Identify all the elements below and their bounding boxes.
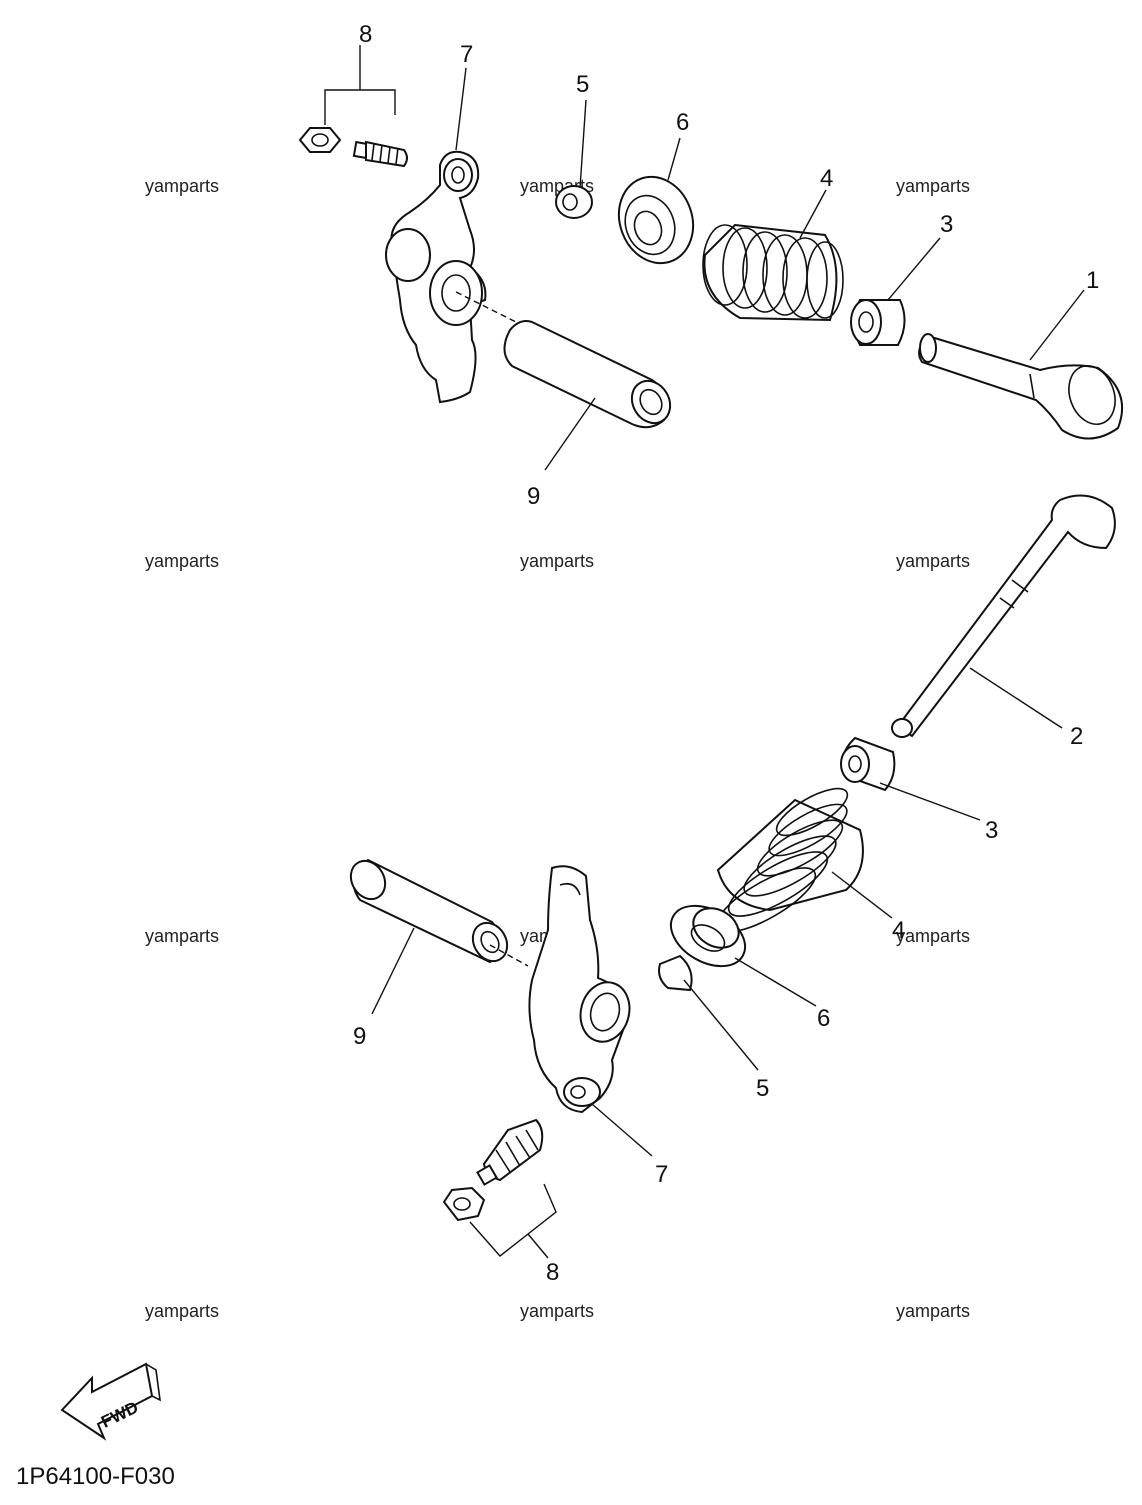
watermark: yamparts bbox=[145, 176, 219, 196]
watermark: yamparts bbox=[145, 926, 219, 946]
callout-9-upper: 9 bbox=[527, 483, 540, 510]
leader-9-upper bbox=[544, 397, 596, 471]
watermark: yamparts bbox=[520, 551, 594, 571]
leader-7-lower bbox=[591, 1103, 653, 1157]
watermark: yamparts bbox=[896, 551, 970, 571]
callout-9-lower: 9 bbox=[353, 1023, 366, 1050]
leader-1 bbox=[1029, 289, 1085, 361]
exhaust-valve bbox=[891, 494, 1116, 738]
rocker-shaft-upper bbox=[503, 320, 672, 429]
callout-7-lower: 7 bbox=[655, 1161, 668, 1188]
leader-9-lower bbox=[371, 927, 415, 1015]
adjuster-screw-upper bbox=[352, 140, 408, 168]
watermark: yamparts bbox=[896, 926, 970, 946]
leader-5-lower bbox=[683, 979, 759, 1071]
spring-retainer-upper bbox=[617, 175, 695, 265]
watermark: yamparts bbox=[145, 1301, 219, 1321]
axis-line-upper bbox=[455, 291, 529, 329]
leader-4-lower bbox=[831, 871, 893, 919]
watermark: yamparts bbox=[896, 176, 970, 196]
callout-4-upper: 4 bbox=[820, 165, 833, 192]
leader-7-upper bbox=[455, 67, 467, 151]
callout-3-upper: 3 bbox=[940, 211, 953, 238]
callout-7-upper: 7 bbox=[460, 41, 473, 68]
callout-1: 1 bbox=[1086, 267, 1099, 294]
callout-3-lower: 3 bbox=[985, 817, 998, 844]
leader-6-lower bbox=[734, 957, 817, 1007]
leader-6-upper bbox=[667, 137, 681, 181]
rocker-arm-upper bbox=[385, 150, 487, 404]
callout-5-lower: 5 bbox=[756, 1075, 769, 1102]
callout-8-lower: 8 bbox=[546, 1259, 559, 1286]
watermark: yamparts bbox=[520, 1301, 594, 1321]
leader-8-lower bbox=[527, 1233, 549, 1259]
rocker-arm-lower bbox=[528, 865, 631, 1114]
axis-line-lower bbox=[489, 944, 529, 967]
adjuster-nut-lower bbox=[442, 1186, 486, 1222]
leader-3-lower bbox=[879, 782, 981, 821]
valve-cotter-lower bbox=[658, 954, 693, 992]
callout-8-upper: 8 bbox=[359, 21, 372, 48]
fwd-arrow-icon: FWD bbox=[60, 1362, 161, 1441]
bracket-8-lower bbox=[469, 1183, 557, 1257]
callout-5-upper: 5 bbox=[576, 71, 589, 98]
leader-2 bbox=[969, 667, 1063, 729]
watermark: yamparts bbox=[145, 551, 219, 571]
valve-seal-upper bbox=[850, 299, 906, 346]
leader-3-upper bbox=[887, 237, 941, 301]
intake-valve bbox=[918, 333, 1123, 440]
valve-seal-lower bbox=[840, 736, 896, 792]
spring-retainer-lower bbox=[670, 904, 746, 968]
bracket-8-upper bbox=[324, 89, 396, 125]
valve-spring-upper bbox=[702, 223, 844, 322]
adjuster-screw-lower bbox=[476, 1118, 544, 1186]
diagram-code: 1P64100-F030 bbox=[16, 1463, 175, 1490]
rocker-shaft-lower bbox=[349, 858, 509, 964]
leader-4-upper bbox=[799, 189, 827, 239]
callout-6-lower: 6 bbox=[817, 1005, 830, 1032]
callout-2: 2 bbox=[1070, 723, 1083, 750]
watermark: yamparts bbox=[896, 1301, 970, 1321]
leader-5-upper bbox=[579, 99, 587, 189]
valve-cotter-upper bbox=[555, 185, 593, 219]
adjuster-nut-upper bbox=[298, 127, 342, 153]
callout-4-lower: 4 bbox=[892, 917, 905, 944]
callout-6-upper: 6 bbox=[676, 109, 689, 136]
